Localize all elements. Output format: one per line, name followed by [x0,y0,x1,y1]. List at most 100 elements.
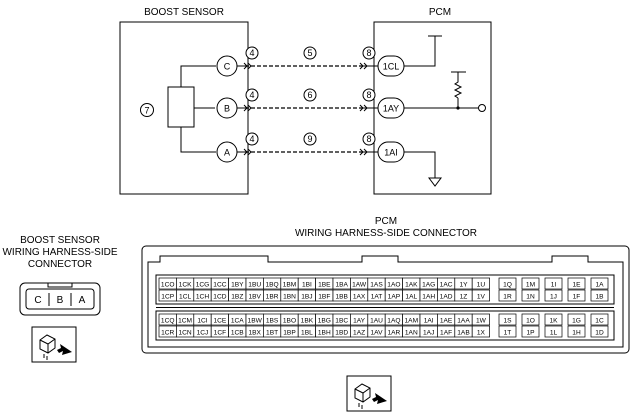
pcm-junction-dot [456,106,460,110]
pcm-pin-label: 1AU [370,318,383,325]
pcm-pin-label: 1AD [440,294,453,301]
pin-cell [498,325,517,338]
pcm-pin-label: 1BE [318,282,331,289]
pcm-pin-label: 1AW [352,282,367,289]
pcm-pin-label: 1Y [459,282,468,289]
pcm-pin-label: 1AN [405,330,418,337]
pcm-pin-label: 1AY [353,318,366,325]
pcm-title: PCM [429,7,451,18]
pcm-pin-label: 1B [595,294,604,301]
right-connector-marker: 8 [366,90,371,100]
pcm-pin-label: 1CJ [197,330,209,337]
pcm-pin-label: 1N [526,294,535,301]
component-number: 7 [144,106,149,116]
sensor-terminal-c-label: C [224,62,231,72]
pin-cell [521,325,540,338]
pcm-pin-label: 1BH [318,330,331,337]
pcm-pin-label: 1V [477,294,486,301]
pcm-pin-label: 1BQ [265,282,278,289]
pcm-pin-label: 1BV [248,294,261,301]
left-connector-marker: 4 [249,134,254,144]
pcm-pin-label: 1BL [301,330,313,337]
pcm-pin-label: 1CD [213,294,226,301]
pin-cell [567,289,586,302]
pin-cell [590,325,609,338]
bs-connector-latch [47,282,73,288]
pcm-pin-label: 1AI [424,318,434,325]
right-connector-marker-circle [362,88,376,102]
pcm-pin-label: 1CH [196,294,209,301]
sensor-terminal-a-label: A [224,148,230,158]
pcm-pin-label: 1U [477,282,486,289]
pcm-pin-label: 1BW [248,318,263,325]
bs-connector-title-2: WIRING HARNESS-SIDE [2,247,117,258]
wire-number: 9 [307,134,312,144]
connector-arrow-icon [359,148,368,156]
pcm-connector-upper-block [155,274,615,305]
wire-number: 6 [307,90,312,100]
pcm-pin-label: 1BG [318,318,331,325]
pcm-pin-label: 1AO [387,282,400,289]
pcm-internal-1ay [404,71,478,109]
pcm-pin-label: 1AE [440,318,453,325]
pcm-pin-label: 1W [476,318,487,325]
pcm-pin-label: 1L [550,330,558,337]
pcm-pin-label: 1BI [302,282,312,289]
sensor-terminals: C B A [216,55,238,163]
connector-arrow-icon [243,148,252,156]
sensor-terminal-b-label: B [224,104,230,114]
bs-pin-b: B [57,295,64,306]
pin-cell [471,325,490,338]
pcm-pin-label: 1AM [405,318,419,325]
connector-arrow-icon [359,62,368,70]
pcm-pin-label: 1BN [283,294,296,301]
pcm-pin-label: 1AJ [423,330,434,337]
right-connector-marker-circle [362,132,376,146]
pcm-pin-label: 1AQ [387,318,400,325]
pin-cell [544,313,563,326]
pcm-pin-label: 1AA [457,318,470,325]
pcm-pin-label: 1C [595,318,604,325]
pcm-pin-label: 1CN [178,330,191,337]
sensor-lead-c [180,65,216,87]
bs-connector: BOOST SENSOR WIRING HARNESS-SIDE CONNECT… [2,235,118,363]
pcm-pin-label: 1CM [178,318,192,325]
pcm-pin-label: 1BD [335,330,348,337]
pin-cell [471,313,490,326]
pcm-pin-label: 1AS [370,282,383,289]
pcm-pin-label: 1CR [161,330,174,337]
pcm-pin-label: 1AV [371,330,384,337]
pcm-terminals: 1CL 1AY 1AI [377,55,405,163]
sensor-lead-a [180,127,216,153]
pcm-pin-label: 1R [503,294,512,301]
pcm-pin-label: 1M [526,282,535,289]
pcm-pin-label: 1G [572,318,581,325]
left-connector-marker-circle [245,46,259,60]
pcm-pin-label: 1I [551,282,557,289]
pcm-pin-label: 1CL [179,294,191,301]
pcm-pin-label: 1O [526,318,535,325]
wire-number-circle [303,132,317,146]
right-connector-marker: 8 [366,48,371,58]
pin-cell [498,289,517,302]
pcm-pin-label: 1Z [460,294,468,301]
pcm-terminal-1cl-label: 1CL [383,62,400,72]
pcm-pin-label: 1BC [335,318,348,325]
pcm-pin-label: 1BP [283,330,296,337]
pcm-pin-label: 1S [503,318,512,325]
pin-cell [590,277,609,290]
pcm-pin-label: 1AC [440,282,453,289]
wire: 4 9 8 [237,132,378,156]
connector-arrow-icon [243,62,252,70]
pcm-connector-inner [147,255,624,348]
bs-pin-c: C [34,295,41,306]
right-connector-marker: 8 [366,134,371,144]
pcm-pin-label: 1CI [197,318,207,325]
pcm-pin-label: 1AR [387,330,400,337]
pcm-pin-label: 1BX [248,330,261,337]
pcm-terminal-1ay-label: 1AY [383,104,399,114]
